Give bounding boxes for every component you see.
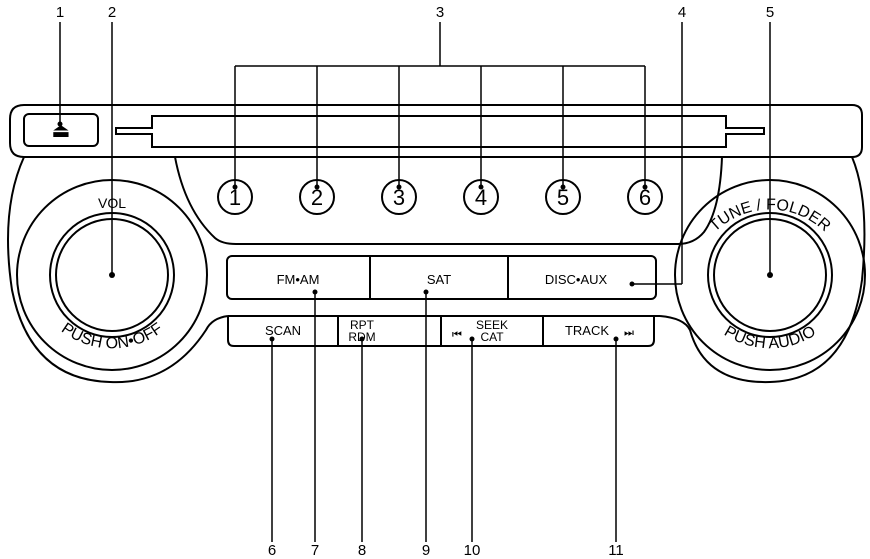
callout-9: 9 — [422, 542, 430, 559]
callout-11: 11 — [608, 542, 624, 559]
preset-label-3: 3 — [393, 185, 405, 210]
callout-8: 8 — [358, 542, 366, 559]
track-button[interactable]: TRACK — [565, 323, 609, 338]
eject-button[interactable] — [23, 113, 99, 147]
cat-label: CAT — [480, 330, 504, 344]
preset-label-6: 6 — [639, 185, 651, 210]
faceplate-upper-outline — [7, 156, 229, 384]
callout-7: 7 — [311, 542, 319, 559]
scan-button[interactable]: SCAN — [265, 323, 301, 338]
preset-label-2: 2 — [311, 185, 323, 210]
cd-slot-panel — [9, 104, 863, 158]
callout-2: 2 — [108, 4, 116, 21]
preset-label-5: 5 — [557, 185, 569, 210]
callout-1: 1 — [56, 4, 64, 21]
tune-push-label: PUSH AUDIO — [721, 323, 818, 352]
callout-3: 3 — [436, 4, 444, 21]
vol-push-label: PUSH ON•OFF — [58, 320, 166, 352]
preset-label-1: 1 — [229, 185, 241, 210]
callout-numbers: 1 2 3 4 5 6 7 8 9 10 11 — [56, 4, 774, 559]
fm-am-button[interactable]: FM•AM — [277, 272, 320, 287]
leader-lines — [57, 22, 771, 542]
preset-label-4: 4 — [475, 185, 487, 210]
preset-buttons: 1 2 3 4 5 6 — [217, 179, 663, 215]
faceplate-upper-band — [174, 156, 723, 245]
seek-back-icon: ⏮ — [452, 329, 462, 341]
source-button-bar — [226, 255, 657, 300]
disc-aux-button[interactable]: DISC•AUX — [545, 272, 608, 287]
callout-4: 4 — [678, 4, 686, 21]
disc-slot — [115, 115, 765, 148]
rpt-label: RPT — [350, 318, 375, 332]
callout-10: 10 — [464, 542, 481, 559]
sat-button[interactable]: SAT — [427, 272, 451, 287]
track-forward-icon: ⏭ — [624, 327, 634, 339]
callout-6: 6 — [268, 542, 276, 559]
eject-icon: ⏏ — [52, 120, 71, 142]
faceplate-right-outline — [659, 156, 866, 384]
seek-label: SEEK — [476, 318, 508, 332]
callout-5: 5 — [766, 4, 774, 21]
